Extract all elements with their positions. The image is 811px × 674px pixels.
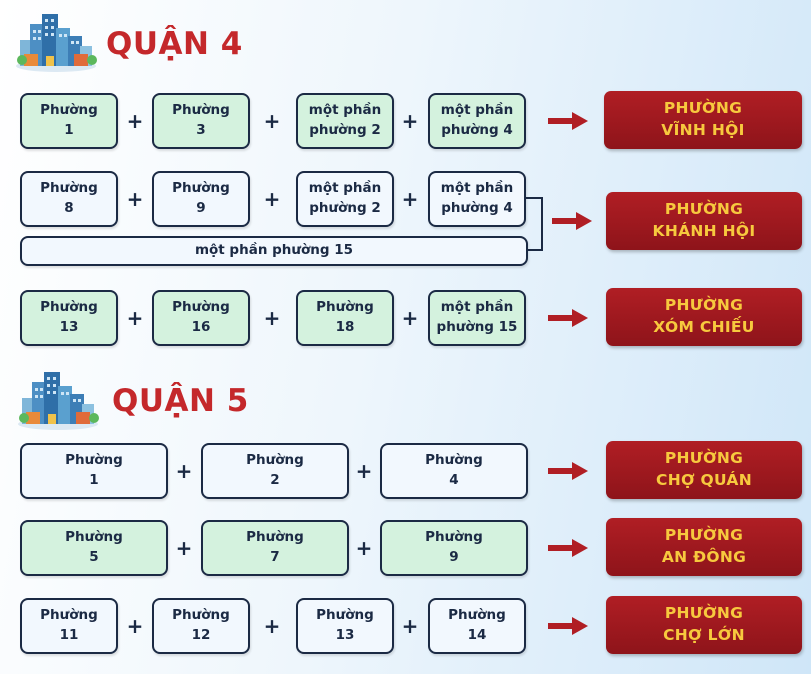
ward-box: Phường 5 xyxy=(20,520,168,576)
result-label: PHƯỜNG CHỢ LỚN xyxy=(663,604,745,644)
ward-label: Phường 1 xyxy=(65,452,123,488)
ward-label: một phần phường 15 xyxy=(436,299,518,335)
plus-sign: + xyxy=(126,614,144,638)
ward-label: Phường 2 xyxy=(246,452,304,488)
ward-box: Phường 7 xyxy=(201,520,349,576)
plus-sign: + xyxy=(401,187,419,211)
plus-sign: + xyxy=(401,109,419,133)
ward-label: Phường 9 xyxy=(172,180,230,216)
plus-sign: + xyxy=(263,306,281,330)
ward-label: một phần phường 15 xyxy=(194,242,354,259)
plus-sign: + xyxy=(401,614,419,638)
ward-box: Phường 14 xyxy=(428,598,526,654)
result-label: PHƯỜNG KHÁNH HỘI xyxy=(652,200,756,240)
ward-box-wide: một phần phường 15 xyxy=(20,236,528,266)
ward-label: Phường 16 xyxy=(172,299,230,335)
ward-label: Phường 18 xyxy=(316,299,374,335)
result-ward: PHƯỜNG VĨNH HỘI xyxy=(604,91,802,149)
city-buildings-icon xyxy=(18,372,99,430)
result-ward: PHƯỜNG CHỢ LỚN xyxy=(606,596,802,654)
ward-box: Phường 3 xyxy=(152,93,250,149)
ward-label: Phường 13 xyxy=(316,607,374,643)
plus-sign: + xyxy=(355,536,373,560)
ward-label: Phường 12 xyxy=(172,607,230,643)
ward-label: Phường 9 xyxy=(425,529,483,565)
arrow-right-icon xyxy=(552,212,592,230)
ward-box: Phường 8 xyxy=(20,171,118,227)
plus-sign: + xyxy=(126,109,144,133)
result-label: PHƯỜNG VĨNH HỘI xyxy=(661,99,745,139)
plus-sign: + xyxy=(263,187,281,211)
arrow-right-icon xyxy=(548,617,588,635)
ward-label: một phần phường 2 xyxy=(308,180,382,216)
arrow-right-icon xyxy=(548,112,588,130)
ward-box: Phường 11 xyxy=(20,598,118,654)
result-ward: PHƯỜNG AN ĐÔNG xyxy=(606,518,802,576)
arrow-right-icon xyxy=(548,309,588,327)
ward-label: Phường 13 xyxy=(40,299,98,335)
district-title: QUẬN 5 xyxy=(112,383,249,419)
result-label: PHƯỜNG XÓM CHIẾU xyxy=(653,296,755,336)
ward-box: Phường 12 xyxy=(152,598,250,654)
plus-sign: + xyxy=(263,614,281,638)
plus-sign: + xyxy=(126,187,144,211)
ward-box: một phần phường 4 xyxy=(428,171,526,227)
ward-box: Phường 4 xyxy=(380,443,528,499)
group-bracket xyxy=(526,197,543,251)
result-label: PHƯỜNG CHỢ QUÁN xyxy=(656,449,752,489)
ward-label: Phường 8 xyxy=(40,180,98,216)
ward-label: Phường 1 xyxy=(40,102,98,138)
ward-box: Phường 2 xyxy=(201,443,349,499)
plus-sign: + xyxy=(263,109,281,133)
city-buildings-icon xyxy=(16,14,97,72)
ward-box: một phần phường 2 xyxy=(296,93,394,149)
arrow-right-icon xyxy=(548,462,588,480)
ward-label: một phần phường 4 xyxy=(440,180,514,216)
district-title: QUẬN 4 xyxy=(106,26,243,62)
plus-sign: + xyxy=(401,306,419,330)
ward-box: Phường 16 xyxy=(152,290,250,346)
ward-label: Phường 3 xyxy=(172,102,230,138)
result-ward: PHƯỜNG KHÁNH HỘI xyxy=(606,192,802,250)
plus-sign: + xyxy=(355,459,373,483)
ward-label: một phần phường 4 xyxy=(440,102,514,138)
ward-box: Phường 9 xyxy=(152,171,250,227)
plus-sign: + xyxy=(175,536,193,560)
ward-box: Phường 1 xyxy=(20,93,118,149)
ward-box: một phần phường 4 xyxy=(428,93,526,149)
ward-box: Phường 9 xyxy=(380,520,528,576)
ward-label: Phường 11 xyxy=(40,607,98,643)
ward-label: Phường 5 xyxy=(65,529,123,565)
ward-box: Phường 18 xyxy=(296,290,394,346)
plus-sign: + xyxy=(126,306,144,330)
result-ward: PHƯỜNG XÓM CHIẾU xyxy=(606,288,802,346)
ward-label: Phường 14 xyxy=(448,607,506,643)
plus-sign: + xyxy=(175,459,193,483)
arrow-right-icon xyxy=(548,539,588,557)
ward-box: Phường 13 xyxy=(296,598,394,654)
ward-label: Phường 4 xyxy=(425,452,483,488)
ward-box: Phường 1 xyxy=(20,443,168,499)
ward-box: Phường 13 xyxy=(20,290,118,346)
ward-box: một phần phường 2 xyxy=(296,171,394,227)
ward-label: Phường 7 xyxy=(246,529,304,565)
result-ward: PHƯỜNG CHỢ QUÁN xyxy=(606,441,802,499)
ward-label: một phần phường 2 xyxy=(308,102,382,138)
ward-box: một phần phường 15 xyxy=(428,290,526,346)
result-label: PHƯỜNG AN ĐÔNG xyxy=(661,526,747,566)
